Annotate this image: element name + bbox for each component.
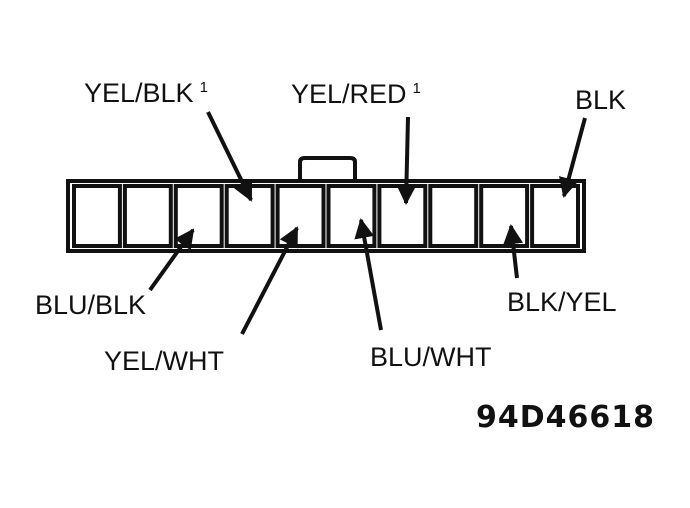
wire-label-blk: BLK (575, 85, 627, 115)
yel-blk-leader (206, 111, 253, 202)
blk-yel-leader (503, 224, 523, 279)
wire-label-blu-blk: BLU/BLK (35, 290, 147, 320)
connector-cavity (479, 184, 530, 248)
wire-label-yel-wht: YEL/WHT (104, 346, 225, 376)
connector-cavity (530, 184, 580, 248)
blu-blk-leader (148, 228, 195, 292)
connector-cavity (122, 184, 173, 248)
leader-lines (148, 111, 587, 335)
wire-label-yel-red-text: YEL/RED (291, 79, 407, 109)
wire-label-blk-yel: BLK/YEL (507, 287, 617, 317)
connector-cavity (72, 184, 122, 248)
wire-label-yel-blk: YEL/BLK 1 (84, 73, 208, 108)
locking-tab (298, 156, 357, 181)
wire-label-yel-blk-text: YEL/BLK (84, 78, 194, 108)
connector-body (66, 156, 586, 253)
wire-label-yel-red: YEL/RED 1 (291, 74, 421, 109)
connector-cavity (326, 184, 377, 248)
blk-leader (559, 117, 587, 198)
blu-wht-leader (354, 218, 383, 331)
wire-label-blu-wht: BLU/WHT (370, 342, 492, 372)
yel-red-leader (396, 116, 417, 205)
figure-id: 94D46618 (476, 400, 656, 435)
connector-cavity (275, 184, 326, 248)
connector-cavity (428, 184, 479, 248)
connector-cavities (72, 184, 580, 248)
connector-cavity (377, 184, 428, 248)
footnote-marker: 1 (412, 80, 421, 97)
connector-cavity (173, 184, 224, 248)
yel-wht-leader (240, 226, 299, 335)
connector-housing (66, 179, 586, 253)
footnote-marker: 1 (199, 79, 208, 96)
